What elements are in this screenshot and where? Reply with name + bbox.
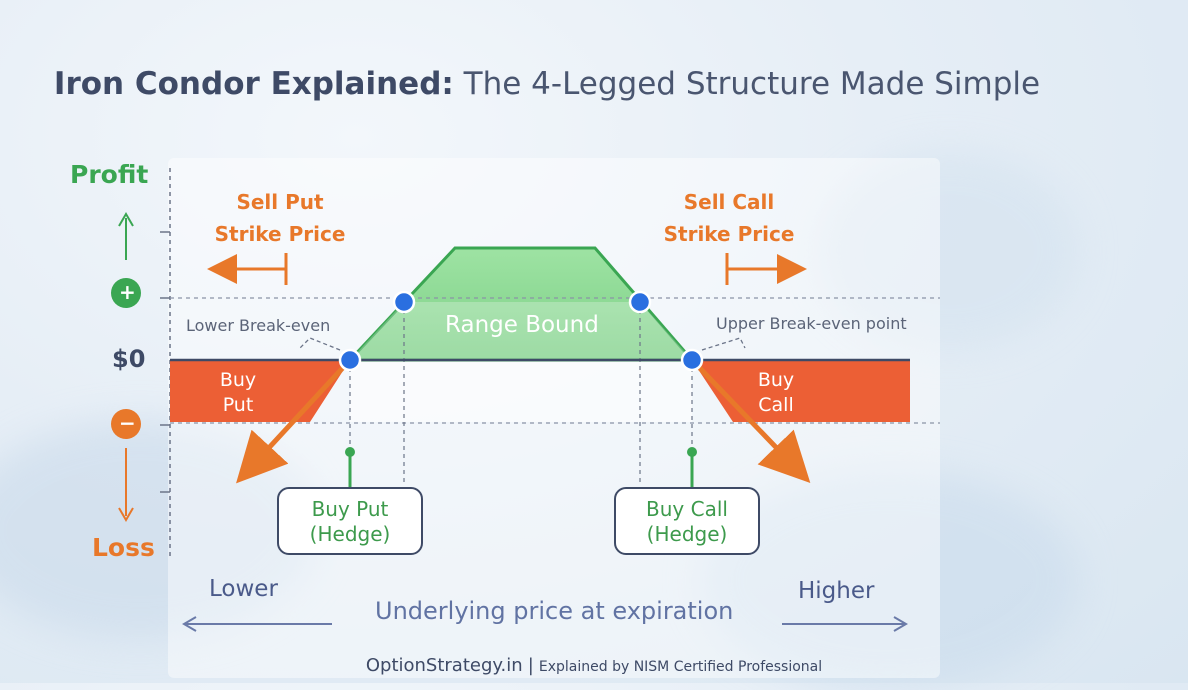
page-title: Iron Condor Explained: The 4-Legged Stru… <box>0 66 1094 102</box>
minus-badge <box>111 409 141 439</box>
sell-put-line2: Strike Price <box>214 222 346 246</box>
buy-put-hedge-line2: (Hedge) <box>309 522 391 546</box>
buy-call-hedge-box: Buy Call (Hedge) <box>614 487 760 555</box>
minus-symbol: − <box>119 411 136 435</box>
buy-put-zone-label: Buy Put <box>210 368 266 418</box>
plus-symbol: + <box>119 280 136 304</box>
upper-breakeven-label: Upper Break-even point <box>716 314 907 333</box>
buy-call-loss-zone <box>692 360 910 422</box>
sell-call-line2: Strike Price <box>663 222 795 246</box>
payoff-diagram <box>111 168 940 632</box>
loss-arrow-head <box>118 507 134 522</box>
lower-breakeven-label: Lower Break-even <box>186 316 331 335</box>
footer-brand: OptionStrategy.in <box>365 655 523 676</box>
buy-call-zone-line2: Call <box>758 394 794 416</box>
upper-breakeven-marker <box>680 348 704 372</box>
buy-put-zone-line2: Put <box>222 394 254 416</box>
profit-arrow-head <box>118 212 134 227</box>
buy-put-connector-dot <box>345 447 355 457</box>
higher-arrow-head <box>893 616 908 632</box>
buy-put-zone-line1: Buy <box>219 369 257 391</box>
footer-separator: | <box>527 655 534 676</box>
neutral-band <box>350 360 692 422</box>
lower-breakeven-marker <box>338 348 362 372</box>
zero-label: $0 <box>112 345 146 373</box>
footer-note: Explained by NISM Certified Professional <box>538 659 823 675</box>
sell-put-strike-marker <box>392 290 416 314</box>
buy-call-hedge-line1: Buy Call <box>646 497 728 521</box>
upper-be-pointer <box>701 337 746 351</box>
footer: OptionStrategy.in | Explained by NISM Ce… <box>0 655 1188 676</box>
call-loss-arrow <box>690 358 811 484</box>
title-sub: The 4-Legged Structure Made Simple <box>463 66 1041 102</box>
buy-put-hedge-box: Buy Put (Hedge) <box>277 487 423 555</box>
profit-band <box>350 302 692 360</box>
higher-label: Higher <box>798 578 875 604</box>
buy-call-connector-dot <box>687 447 697 457</box>
put-loss-arrow <box>236 358 352 484</box>
sell-put-label: Sell Put Strike Price <box>205 186 355 250</box>
title-main: Iron Condor Explained: <box>53 66 454 102</box>
buy-put-hedge-line1: Buy Put <box>311 497 389 521</box>
sell-call-strike-marker <box>628 290 652 314</box>
sell-call-label: Sell Call Strike Price <box>654 186 804 250</box>
buy-call-zone-line1: Buy <box>757 369 795 391</box>
buy-call-zone-label: Buy Call <box>748 368 804 418</box>
lower-label: Lower <box>209 576 278 602</box>
sell-put-line1: Sell Put <box>236 190 324 214</box>
buy-call-hedge-line2: (Hedge) <box>646 522 728 546</box>
profit-label: Profit <box>70 160 149 189</box>
lower-arrow-head <box>182 616 197 632</box>
loss-label: Loss <box>92 533 155 562</box>
x-axis-label: Underlying price at expiration <box>375 597 734 625</box>
plus-badge <box>111 278 141 308</box>
range-bound-label: Range Bound <box>445 312 599 338</box>
sell-call-line1: Sell Call <box>683 190 775 214</box>
lower-be-pointer <box>299 337 341 351</box>
